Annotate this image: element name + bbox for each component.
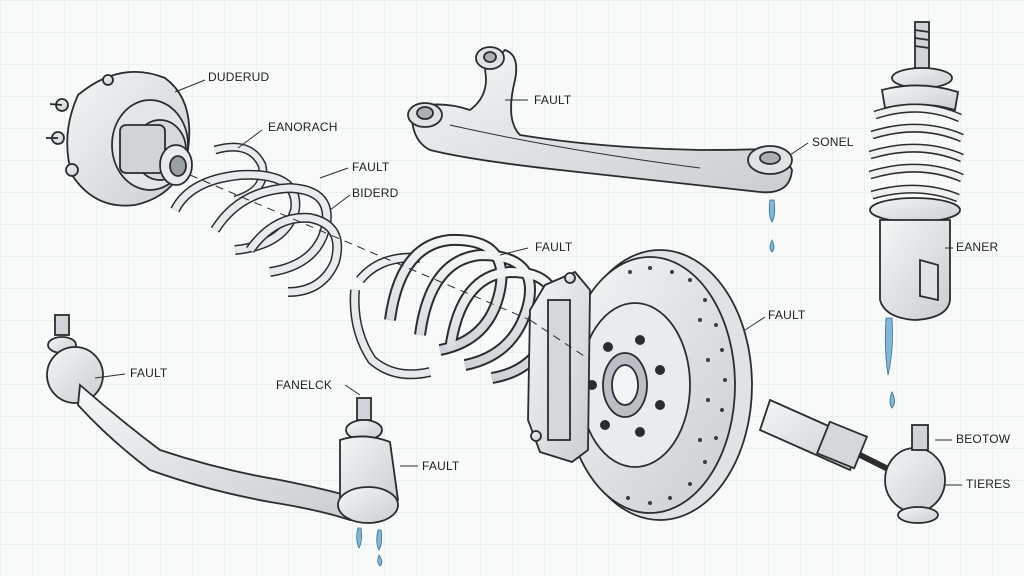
label-tieres: TIERES <box>966 477 1011 491</box>
label-fault-coil-spring: FAULT <box>535 240 573 254</box>
brake-caliper <box>527 270 591 463</box>
control-arm <box>407 46 793 194</box>
coil-spring-damaged <box>349 233 561 384</box>
label-leader-lines <box>94 79 962 486</box>
inner-tie-rod <box>758 398 946 524</box>
label-fault-ball-joint: FAULT <box>422 459 460 473</box>
shock-absorber-strut <box>868 21 964 321</box>
ball-joint <box>337 397 399 524</box>
brake-rotor <box>564 249 753 521</box>
label-fanelck: FANELCK <box>276 378 333 392</box>
rotor-drill-pattern <box>626 266 727 505</box>
rotor-bolt-holes <box>587 335 665 437</box>
assembly-guide-lines <box>189 174 591 361</box>
label-eaner: EANER <box>956 240 999 254</box>
label-fault-spring: FAULT <box>352 160 390 174</box>
wheel-hub <box>46 71 193 207</box>
label-sonel: SONEL <box>812 135 854 149</box>
coil-spring-broken <box>170 142 343 297</box>
label-beotow: BEOTOW <box>956 432 1011 446</box>
label-biderd: BIDERD <box>352 186 399 200</box>
tie-rod <box>46 314 357 522</box>
label-fault-control-arm: FAULT <box>534 93 572 107</box>
label-eanorach: EANORACH <box>268 120 338 134</box>
label-fault-tie-rod: FAULT <box>130 366 168 380</box>
label-fault-rotor: FAULT <box>768 308 806 322</box>
fluid-drip-control-arm <box>768 199 776 253</box>
fluid-drip-ball-joint <box>356 527 383 567</box>
label-duderud: DUDERUD <box>208 70 270 84</box>
fluid-drip-strut <box>884 317 895 409</box>
